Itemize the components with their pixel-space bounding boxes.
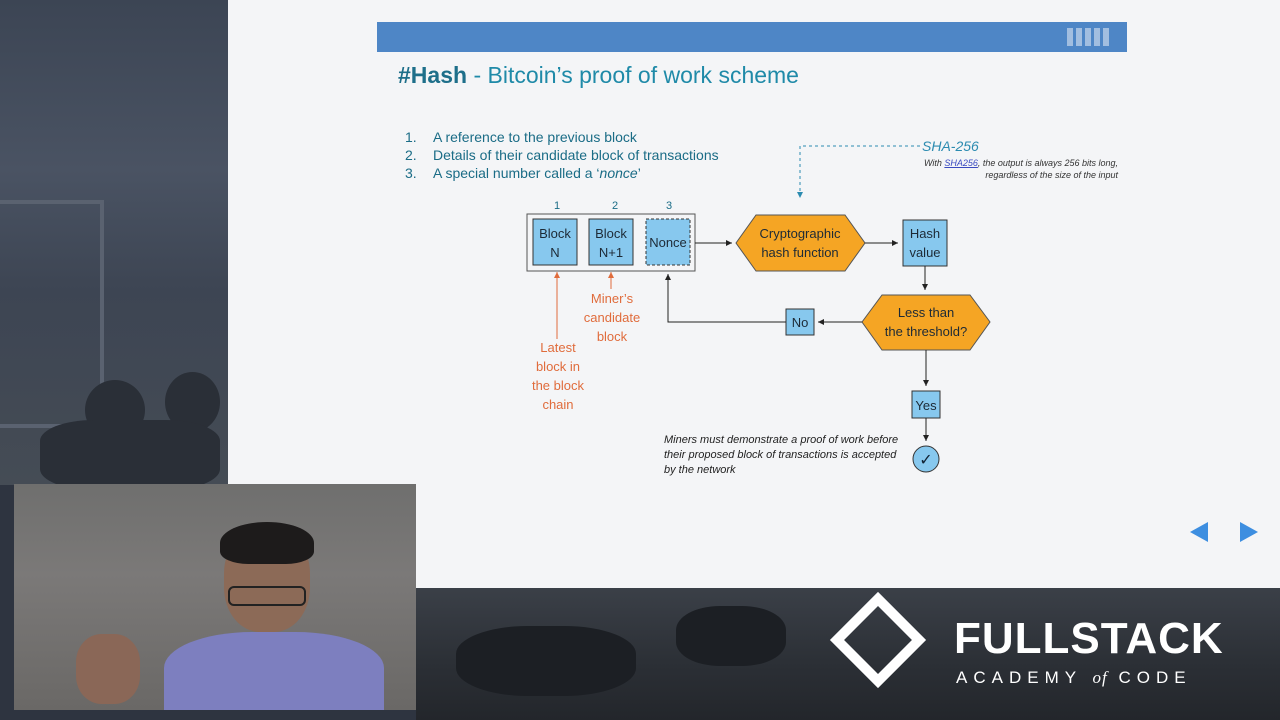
requirements-list: 1.A reference to the previous block 2.De… <box>405 128 719 182</box>
speaker-shirt <box>164 632 384 710</box>
sha256-link[interactable]: SHA256 <box>944 158 978 168</box>
threshold-label: Less than <box>898 305 954 320</box>
title-text: - Bitcoin’s proof of work scheme <box>473 62 799 88</box>
background-doorframe <box>0 200 104 428</box>
nonce-label: Nonce <box>649 235 687 250</box>
latest-block-label: the block <box>532 378 585 393</box>
threshold-label: the threshold? <box>885 324 967 339</box>
miner-candidate-label: block <box>597 329 628 344</box>
speaker-webcam <box>14 484 416 710</box>
no-label: No <box>792 315 809 330</box>
hash-value-label: value <box>909 245 940 260</box>
latest-block-label: block in <box>536 359 580 374</box>
latest-block-label: Latest <box>540 340 576 355</box>
hash-value-box <box>902 219 948 267</box>
check-icon <box>912 445 940 473</box>
latest-block-label: chain <box>542 397 573 412</box>
hash-function-shape <box>735 214 866 272</box>
miner-candidate-label: Miner’s <box>591 291 634 306</box>
hash-function-label: Cryptographic <box>760 226 841 241</box>
column-number: 3 <box>666 200 672 212</box>
hash-function-label: hash function <box>761 245 838 260</box>
column-number: 1 <box>554 200 560 212</box>
slide-header-bar <box>377 22 1127 52</box>
title-hash: #Hash <box>398 62 468 88</box>
background-room-floor <box>416 586 1280 720</box>
proof-of-work-diagram: 1 2 3 Block N Block N+1 Nonce Cryptograp… <box>526 145 991 473</box>
speaker-hair <box>220 522 314 564</box>
block-n1-label: N+1 <box>599 245 623 260</box>
threshold-shape <box>861 294 991 351</box>
column-number: 2 <box>612 200 618 212</box>
nonce-box <box>645 218 691 266</box>
miner-candidate-label: candidate <box>584 310 640 325</box>
background-chairs <box>456 626 636 696</box>
speaker-hand <box>76 634 140 704</box>
no-box <box>785 308 815 336</box>
sha256-note: With SHA256, the output is always 256 bi… <box>923 158 1118 180</box>
background-people-bodies <box>40 420 220 490</box>
ibm-logo <box>1067 28 1111 46</box>
fullstack-diamond-icon <box>829 591 927 689</box>
block-n1-label: Block <box>595 226 627 241</box>
list-item: 3.A special number called a ‘nonce’ <box>405 165 641 181</box>
sha256-title: SHA-256 <box>922 138 979 154</box>
fullstack-logo: FULLSTACK ACADEMY of CODE <box>829 591 1272 698</box>
yes-label: Yes <box>915 398 937 413</box>
block-n-box <box>532 218 578 266</box>
next-slide-arrow-icon[interactable] <box>1240 522 1258 542</box>
prev-slide-arrow-icon[interactable] <box>1190 522 1208 542</box>
miner-note: Miners must demonstrate a proof of work … <box>664 434 899 476</box>
block-n-label: Block <box>539 226 571 241</box>
sha256-connector <box>797 145 920 198</box>
background-room-left <box>0 0 230 490</box>
check-mark: ✓ <box>919 452 932 469</box>
brand-name: FULLSTACK <box>954 614 1224 663</box>
brand-tagline: ACADEMY of CODE <box>956 668 1192 687</box>
list-item: 1.A reference to the previous block <box>405 129 637 145</box>
hash-value-label: Hash <box>910 226 940 241</box>
slide-title: #Hash - Bitcoin’s proof of work scheme <box>398 62 799 89</box>
background-chairs <box>676 606 786 666</box>
block-n-label: N <box>550 245 559 260</box>
speaker-glasses <box>228 586 306 606</box>
block-n1-box <box>588 218 634 266</box>
list-item: 2.Details of their candidate block of tr… <box>405 147 719 163</box>
retry-arrow <box>665 274 786 323</box>
